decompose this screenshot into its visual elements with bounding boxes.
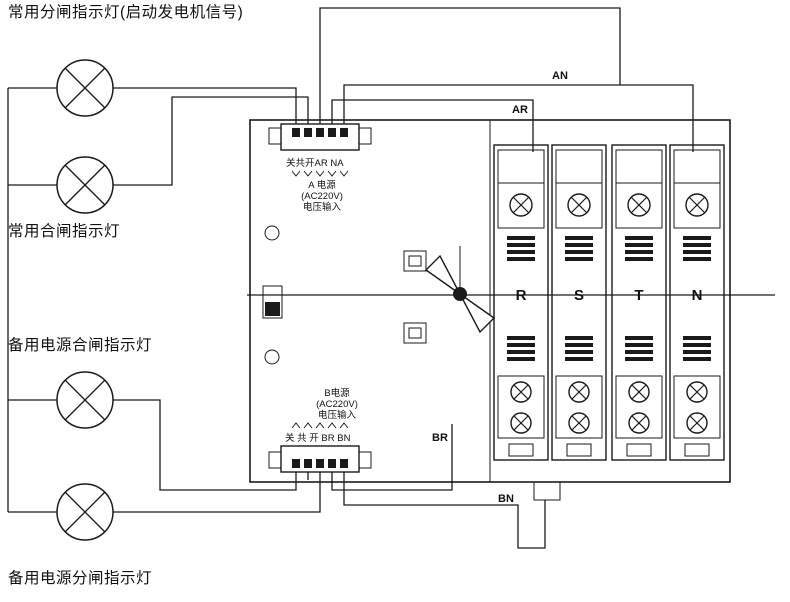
lamp-backup-open	[56, 483, 114, 541]
title-normal-open-lamp: 常用分闸指示灯(启动发电机信号)	[8, 3, 243, 21]
label-normal-close-lamp: 常用合闸指示灯	[8, 222, 120, 240]
phase-label-s: S	[574, 287, 584, 304]
handle-pivot	[453, 287, 467, 301]
phase-label-r: R	[516, 287, 527, 304]
power-a-name: A 电源	[308, 179, 336, 191]
wire-br	[331, 424, 453, 491]
power-a-input: 电压输入	[303, 201, 342, 213]
status-window-bottom	[403, 322, 427, 344]
terminal-row-top-label: 关共开AR NA	[286, 157, 344, 169]
mode-selector-button	[262, 285, 283, 319]
terminal-pointer-marks-bottom	[291, 422, 349, 429]
wire-ar	[331, 99, 534, 152]
label-backup-open-lamp: 备用电源分闸指示灯	[8, 569, 152, 587]
wire-label-br: BR	[432, 432, 448, 444]
wire-bn	[343, 472, 546, 549]
wire-top-rail	[319, 7, 621, 124]
status-window-top	[403, 250, 427, 272]
wire-lamp2-to-terminal	[113, 96, 309, 186]
power-a-voltage: (AC220V)	[301, 191, 343, 202]
phase-label-n: N	[692, 287, 703, 304]
mounting-hole-bottom	[264, 349, 280, 365]
wire-an	[343, 84, 694, 152]
terminal-row-bottom-label: 关 共 开 BR BN	[285, 432, 351, 444]
power-b-voltage: (AC220V)	[316, 399, 358, 410]
power-b-name: B电源	[324, 387, 350, 399]
mounting-hole-top	[264, 225, 280, 241]
lamp-backup-close	[56, 371, 114, 429]
terminal-pointer-marks-top	[291, 170, 349, 177]
din-clip	[533, 481, 561, 501]
phase-label-t: T	[634, 287, 643, 304]
label-backup-close-lamp: 备用电源合闸指示灯	[8, 336, 152, 354]
wire-label-bn: BN	[498, 493, 514, 505]
wire-label-an: AN	[552, 70, 568, 82]
wire-lamp3-to-terminal	[113, 399, 297, 491]
wire-label-ar: AR	[512, 104, 528, 116]
signal-connector-bottom	[268, 445, 372, 473]
wire-lamp4-to-terminal	[113, 472, 321, 513]
ats-device-body	[249, 119, 731, 483]
wire-lamp1-to-terminal	[113, 87, 297, 124]
power-b-input: 电压输入	[318, 409, 357, 421]
wiring	[7, 7, 694, 549]
signal-connector-top	[268, 123, 372, 151]
pole-modules	[494, 145, 724, 460]
lamp-normal-open	[56, 59, 114, 117]
lamp-normal-close	[56, 156, 114, 214]
rotary-handle	[424, 246, 496, 334]
